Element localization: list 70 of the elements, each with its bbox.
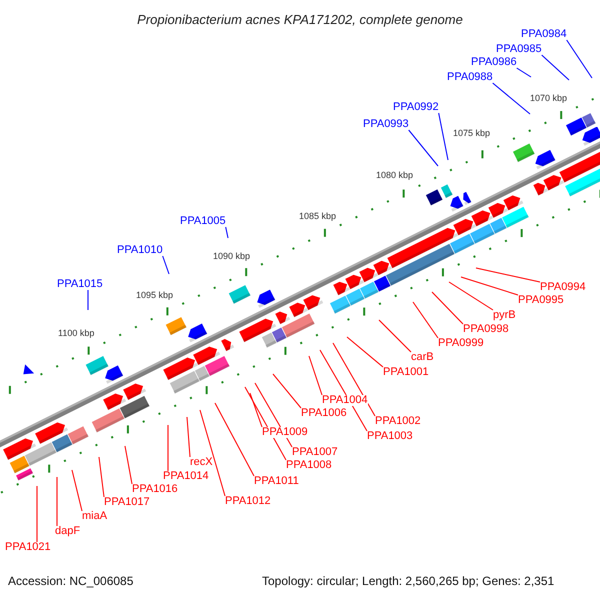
scale-label: 1075 kbp — [453, 129, 490, 138]
leader-line — [541, 54, 570, 80]
gene-label: PPA1014 — [163, 471, 209, 482]
gene-label: PPA0992 — [393, 102, 439, 113]
leader-line — [492, 82, 530, 114]
gene-label: PPA0986 — [471, 57, 517, 68]
leader-line — [332, 342, 376, 416]
gene-label: PPA0999 — [438, 338, 484, 349]
gene-label: PPA1003 — [367, 431, 413, 442]
gene-label: miaA — [82, 511, 108, 522]
leader-line — [408, 130, 438, 166]
scale-label: 1100 kbp — [58, 329, 94, 338]
gene-label: PPA1006 — [301, 408, 347, 419]
gene-label: PPA1012 — [225, 496, 271, 507]
leader-line — [566, 40, 592, 78]
gene-label: PPA1008 — [286, 460, 332, 471]
gene-label: PPA0994 — [540, 282, 586, 293]
leader-line — [124, 446, 132, 484]
leader-line — [460, 276, 518, 296]
gene-label: PPA0998 — [463, 324, 509, 335]
leader-line — [378, 320, 412, 352]
footer-text: Topology: circular; Length: 2,560,265 bp; Genes: 2,351 — [262, 575, 554, 587]
gene-label: PPA1001 — [383, 367, 429, 378]
leader-line — [448, 282, 494, 310]
gene-label: PPA1011 — [254, 476, 299, 487]
scale-label: 1095 kbp — [136, 291, 174, 300]
leader-line — [412, 302, 438, 338]
leader-line — [214, 402, 254, 476]
leader-line — [72, 470, 82, 512]
gene-label: PPA0993 — [363, 119, 409, 130]
leader-line — [346, 336, 384, 368]
gene-label: PPA1021 — [5, 542, 51, 553]
leader-line — [320, 350, 368, 432]
scale-label: 1080 kbp — [376, 171, 414, 180]
leader-line — [250, 392, 262, 428]
gene-label: PPA0984 — [521, 29, 567, 40]
leader-line — [225, 226, 228, 238]
gene-label: PPA1010 — [117, 245, 163, 256]
gene-label: pyrB — [493, 310, 516, 321]
scale-label: 1070 kbp — [530, 94, 568, 103]
scale-label: 1085 kbp — [299, 212, 336, 221]
gene-label: PPA1007 — [292, 447, 338, 458]
gene-label: recX — [190, 457, 213, 468]
leader-line — [186, 416, 190, 458]
leader-line — [308, 356, 322, 396]
leader-line — [476, 268, 540, 282]
gene-label: PPA1015 — [57, 279, 103, 290]
gene-label: PPA0988 — [447, 72, 493, 83]
leader-line — [200, 410, 226, 496]
leader-line — [438, 112, 448, 160]
gene-label: PPA1004 — [322, 395, 368, 406]
scale-label: 1090 kbp — [213, 252, 250, 261]
leader-line — [162, 256, 170, 274]
leader-line — [432, 292, 464, 324]
gene-label: PPA1002 — [375, 416, 421, 427]
leader-line — [36, 486, 38, 542]
gene-label: PPA1009 — [262, 427, 308, 438]
footer-text: Accession: NC_006085 — [8, 575, 134, 587]
gene-label: dapF — [55, 526, 80, 537]
leader-line — [56, 476, 58, 526]
gene-label: PPA0985 — [496, 44, 542, 55]
leader-line — [272, 374, 302, 408]
gene-label: PPA1005 — [180, 216, 226, 227]
gene-label: PPA1016 — [132, 484, 178, 495]
gene-label: carB — [411, 352, 434, 363]
gene-label: PPA0995 — [518, 295, 564, 306]
gene-label: PPA1017 — [104, 497, 150, 508]
leader-line — [516, 68, 532, 78]
title: Propionibacterium acnes KPA171202, complete genome — [136, 11, 464, 29]
leader-line — [98, 456, 104, 498]
